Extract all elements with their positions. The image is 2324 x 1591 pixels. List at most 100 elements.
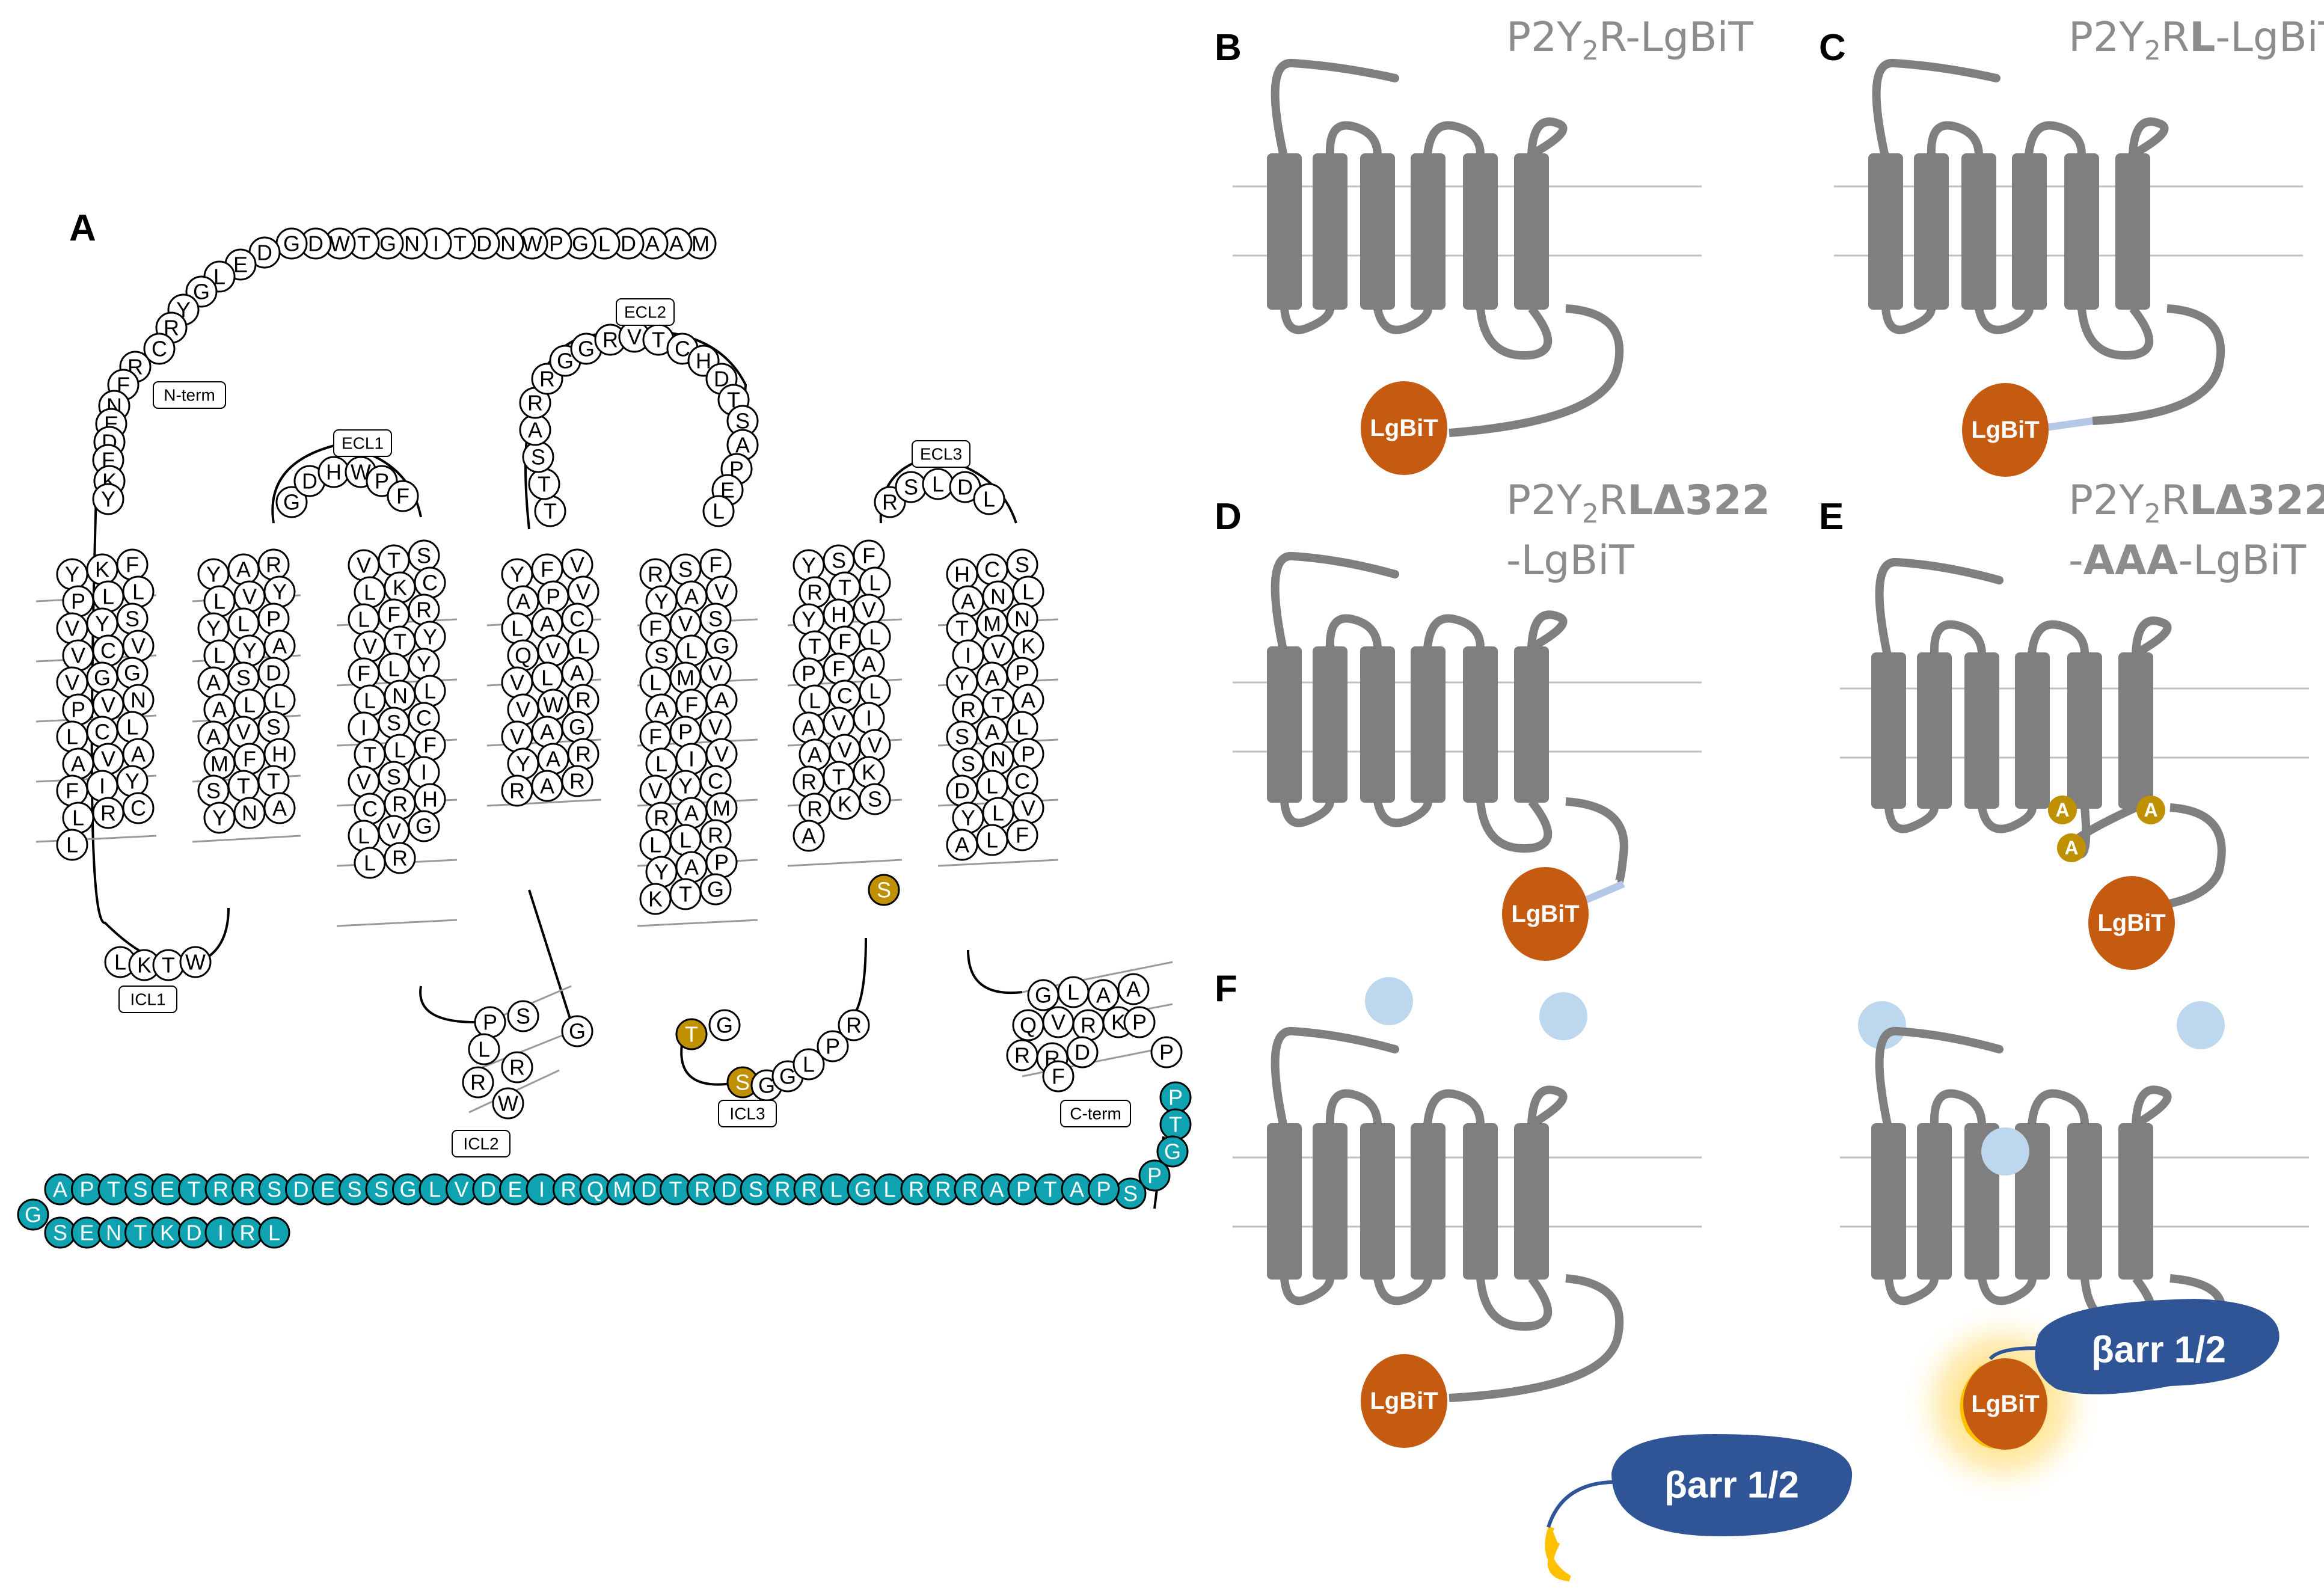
tm-residue: A — [537, 743, 569, 775]
cterm-tail-residue: S — [258, 1173, 290, 1206]
n-term-residue: D — [248, 236, 281, 269]
tm-residue: S — [227, 661, 260, 694]
svg-text:R: R — [266, 553, 281, 577]
construct-title-d-line2: -LgBiT — [1506, 537, 1634, 584]
cterm-tail-residue: T — [1034, 1173, 1066, 1206]
svg-text:G: G — [716, 1013, 733, 1038]
n-term-box — [153, 381, 226, 409]
barr-f-right — [2035, 1299, 2280, 1394]
cterm-tail-residue: D — [713, 1173, 745, 1206]
tm-residue: V — [92, 743, 124, 775]
svg-text:D: D — [186, 1221, 202, 1245]
svg-text:L: L — [511, 616, 523, 641]
tm-residue: L — [122, 575, 155, 608]
tm-residue: F — [116, 548, 149, 581]
cterm-tail-residue: R — [231, 1216, 263, 1249]
svg-text:R: R — [708, 823, 723, 848]
tm-residue: F — [56, 774, 88, 807]
svg-text:L: L — [983, 487, 995, 512]
svg-text:D: D — [476, 231, 492, 256]
tm-residue: P — [793, 657, 825, 690]
svg-text:V: V — [387, 819, 401, 844]
svg-text:L: L — [244, 693, 256, 717]
tm-residue: F — [233, 743, 266, 775]
svg-text:M: M — [613, 1177, 631, 1202]
svg-text:I: I — [539, 1177, 545, 1202]
svg-text:L: L — [358, 824, 370, 848]
cterm-tail-residue: R — [954, 1173, 986, 1206]
svg-text:D: D — [266, 661, 281, 685]
svg-text:W: W — [543, 693, 563, 717]
tm-residue: R — [799, 576, 831, 609]
svg-text:H: H — [272, 742, 287, 767]
h8-residue: F — [1042, 1060, 1075, 1093]
svg-text:E: E — [160, 1177, 174, 1202]
svg-text:L: L — [213, 643, 225, 668]
lgbit-b — [1361, 381, 1447, 475]
svg-text:K: K — [137, 953, 152, 978]
svg-text:D: D — [308, 231, 323, 256]
svg-text:V: V — [708, 661, 723, 685]
svg-text:Y: Y — [678, 774, 693, 799]
tm-residue: V — [823, 707, 855, 739]
tm-residue: R — [384, 842, 416, 874]
tm-residue: R — [567, 684, 599, 716]
cterm-tail-residue: A — [1061, 1173, 1093, 1206]
ecl2-residue: A — [519, 414, 551, 446]
svg-text:I: I — [421, 760, 427, 785]
svg-text:V: V — [862, 598, 876, 622]
panel-label-b: B — [1215, 27, 1242, 69]
n-term-residue: C — [143, 333, 176, 365]
ecl1-residue: G — [275, 486, 308, 518]
tm-residue: P — [257, 602, 290, 635]
icl3-label: ICL3 — [729, 1105, 765, 1123]
tm-residue: A — [799, 738, 831, 771]
cterm-tail-residue: E — [499, 1173, 531, 1206]
svg-text:R: R — [575, 742, 591, 767]
tm-residue: V — [501, 720, 533, 753]
svg-text:S: S — [516, 1004, 530, 1029]
svg-text:T: T — [1044, 1177, 1057, 1202]
svg-text:F: F — [838, 630, 851, 654]
tm-residue: Y — [233, 634, 266, 667]
tm-residue: P — [62, 585, 94, 618]
tm-residue: Y — [203, 802, 236, 834]
tm-residue: A — [675, 797, 708, 829]
svg-text:G: G — [572, 231, 589, 256]
lgbit-label-e: LgBiT — [2097, 910, 2165, 936]
svg-text:L: L — [429, 1177, 441, 1202]
svg-text:A: A — [802, 716, 816, 740]
tm-residue: V — [62, 639, 94, 672]
tm-residue: N — [982, 743, 1014, 775]
svg-text:E: E — [233, 253, 248, 277]
cterm-tail-residue: I — [526, 1173, 558, 1206]
lgbit-f-right — [1963, 1358, 2047, 1450]
icl2-residue: R — [462, 1066, 494, 1099]
tm-residue: M — [203, 747, 236, 780]
h8-residue: Q — [1012, 1009, 1044, 1041]
svg-text:N: N — [392, 684, 408, 708]
svg-text:A: A — [516, 589, 530, 614]
svg-text:C: C — [708, 769, 723, 794]
svg-text:V: V — [546, 639, 560, 663]
svg-text:G: G — [1035, 983, 1052, 1008]
svg-text:V: V — [357, 770, 371, 794]
h8-residue: R — [1072, 1009, 1105, 1041]
svg-text:D: D — [257, 241, 272, 265]
tm-residue: T — [354, 738, 386, 771]
h8-residue: A — [1117, 973, 1150, 1005]
svg-text:K: K — [838, 792, 852, 817]
ecl2-residue: V — [618, 320, 651, 353]
svg-text:V: V — [708, 715, 723, 740]
svg-text:A: A — [802, 824, 816, 848]
cterm-tail-residue: G — [17, 1198, 49, 1231]
tm-residue: V — [829, 734, 861, 766]
tm-residue: V — [56, 666, 88, 699]
svg-text:F: F — [1016, 823, 1029, 848]
svg-text:L: L — [1022, 580, 1034, 604]
tm-residue: A — [122, 738, 155, 770]
tm-residue: S — [669, 553, 702, 586]
svg-text:V: V — [832, 711, 846, 735]
svg-text:T: T — [727, 388, 740, 412]
